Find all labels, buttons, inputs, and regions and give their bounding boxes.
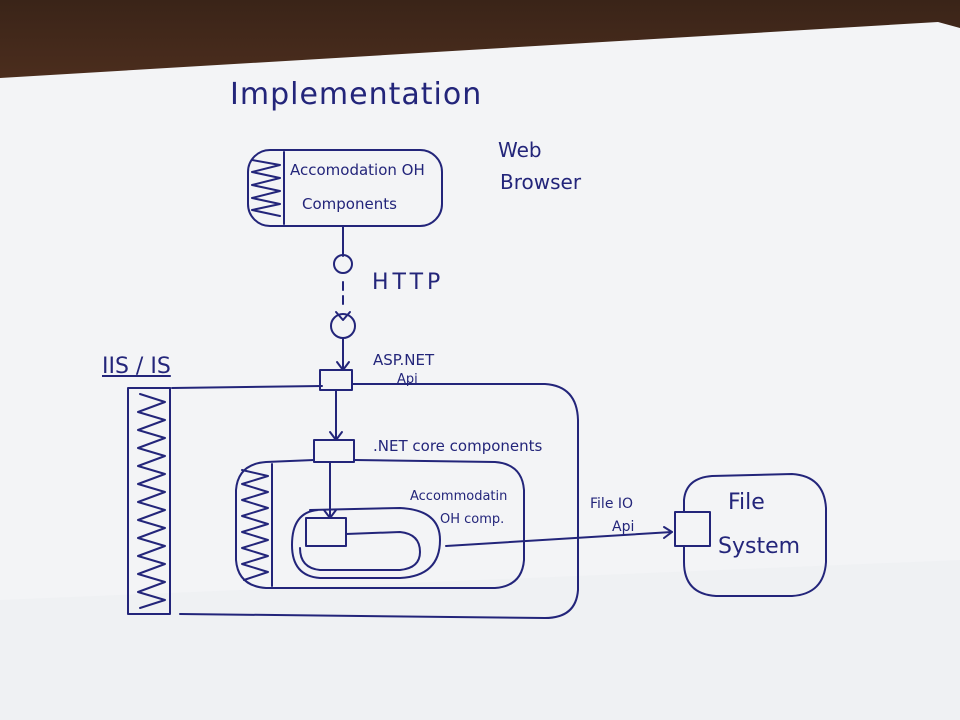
asp-net-label-line1: ASP.NET (373, 351, 435, 369)
accommodation-component (291, 507, 441, 579)
file-io-label-line1: File IO (590, 496, 634, 512)
file-system-label-line2: System (718, 534, 801, 559)
browser-component-box (247, 149, 443, 227)
browser-component-label-line1: Accomodation OH (290, 161, 425, 179)
file-system-label-line1: File (728, 490, 765, 515)
iis-label: IIS / IS (102, 354, 171, 379)
web-browser-label-line2: Browser (500, 170, 582, 194)
browser-component-label-line2: Components (302, 195, 397, 213)
net-core-label: .NET core components (373, 437, 543, 455)
net-core-port (313, 439, 355, 463)
http-label: HTTP (372, 270, 445, 295)
iis-container (127, 383, 579, 619)
file-io-api-port (674, 511, 711, 547)
net-core-container (235, 459, 525, 589)
diagram-title: Implementation (230, 77, 483, 112)
asp-net-label-line2: Api (397, 372, 418, 387)
accommodation-comp-label-line2: OH comp. (440, 512, 505, 527)
web-browser-label-line1: Web (498, 138, 542, 162)
file-io-label-line2: Api (612, 519, 635, 535)
file-system-box (683, 473, 827, 597)
accommodation-comp-label-line1: Accommodatin (410, 489, 508, 504)
http-interface (330, 225, 356, 371)
